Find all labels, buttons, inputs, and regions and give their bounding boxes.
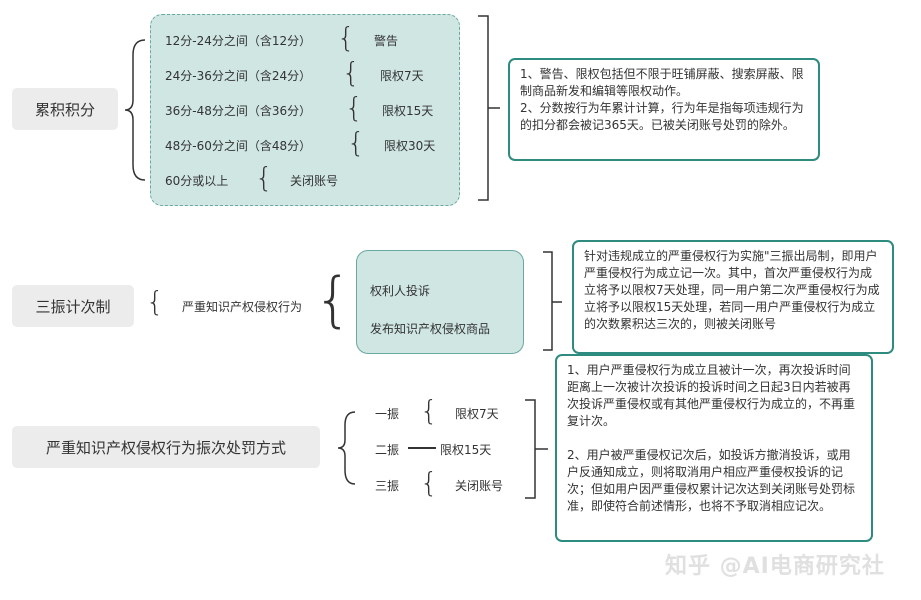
points-note: 1、警告、限权包括但不限于旺铺屏蔽、搜索屏蔽、限制商品新发和编辑等限权动作。 2… xyxy=(508,58,820,161)
category-cumulative-points: 累积积分 xyxy=(12,88,118,130)
strike-result: 关闭账号 xyxy=(455,479,504,493)
points-result: 限权7天 xyxy=(380,69,424,83)
brace-icon: { xyxy=(420,394,438,427)
strike-label: 一振 xyxy=(375,407,400,421)
strike-note: 1、用户严重侵权行为成立且被计一次，再次投诉时间距离上一次被计次投诉的投诉时间之… xyxy=(555,354,873,542)
points-range: 36分-48分之间（含36分） xyxy=(165,104,312,118)
brace-icon: { xyxy=(347,126,365,159)
points-result: 关闭账号 xyxy=(290,174,339,188)
brace-icon: { xyxy=(420,466,438,499)
strike-result: 限权15天 xyxy=(440,443,492,457)
three-strikes-note: 针对违规成立的严重侵权行为实施"三振出局制，即用户严重侵权行为成立记一次。其中，… xyxy=(572,240,894,354)
brace-icon: { xyxy=(255,161,273,194)
points-result: 限权30天 xyxy=(384,139,436,153)
points-result: 限权15天 xyxy=(382,104,434,118)
brace-icon: { xyxy=(146,285,164,318)
category-strike-penalties: 严重知识产权侵权行为振次处罚方式 xyxy=(12,426,320,468)
points-range: 60分或以上 xyxy=(165,174,229,188)
infringement-item: 严重知识产权侵权行为 xyxy=(182,300,303,314)
category-three-strikes: 三振计次制 xyxy=(12,285,134,327)
strike-label: 二振 xyxy=(375,443,400,457)
points-group xyxy=(150,14,460,206)
category-label: 三振计次制 xyxy=(35,297,111,316)
category-label: 累积积分 xyxy=(34,100,95,119)
source-item: 发布知识产权侵权商品 xyxy=(370,322,491,336)
brace-icon: { xyxy=(342,56,360,89)
infringement-sources xyxy=(356,250,524,354)
points-range: 12分-24分之间（含12分） xyxy=(165,34,312,48)
points-range: 24分-36分之间（含24分） xyxy=(165,69,312,83)
brace-icon: { xyxy=(314,265,353,335)
source-item: 权利人投诉 xyxy=(370,284,431,298)
points-result: 警告 xyxy=(374,34,399,48)
strike-label: 三振 xyxy=(375,479,400,493)
watermark: 知乎 @AI电商研究社 xyxy=(665,554,885,579)
category-label: 严重知识产权侵权行为振次处罚方式 xyxy=(45,438,286,457)
points-range: 48分-60分之间（含48分） xyxy=(165,139,312,153)
brace-icon: { xyxy=(337,21,355,54)
brace-icon: { xyxy=(345,91,363,124)
strike-result: 限权7天 xyxy=(455,407,499,421)
